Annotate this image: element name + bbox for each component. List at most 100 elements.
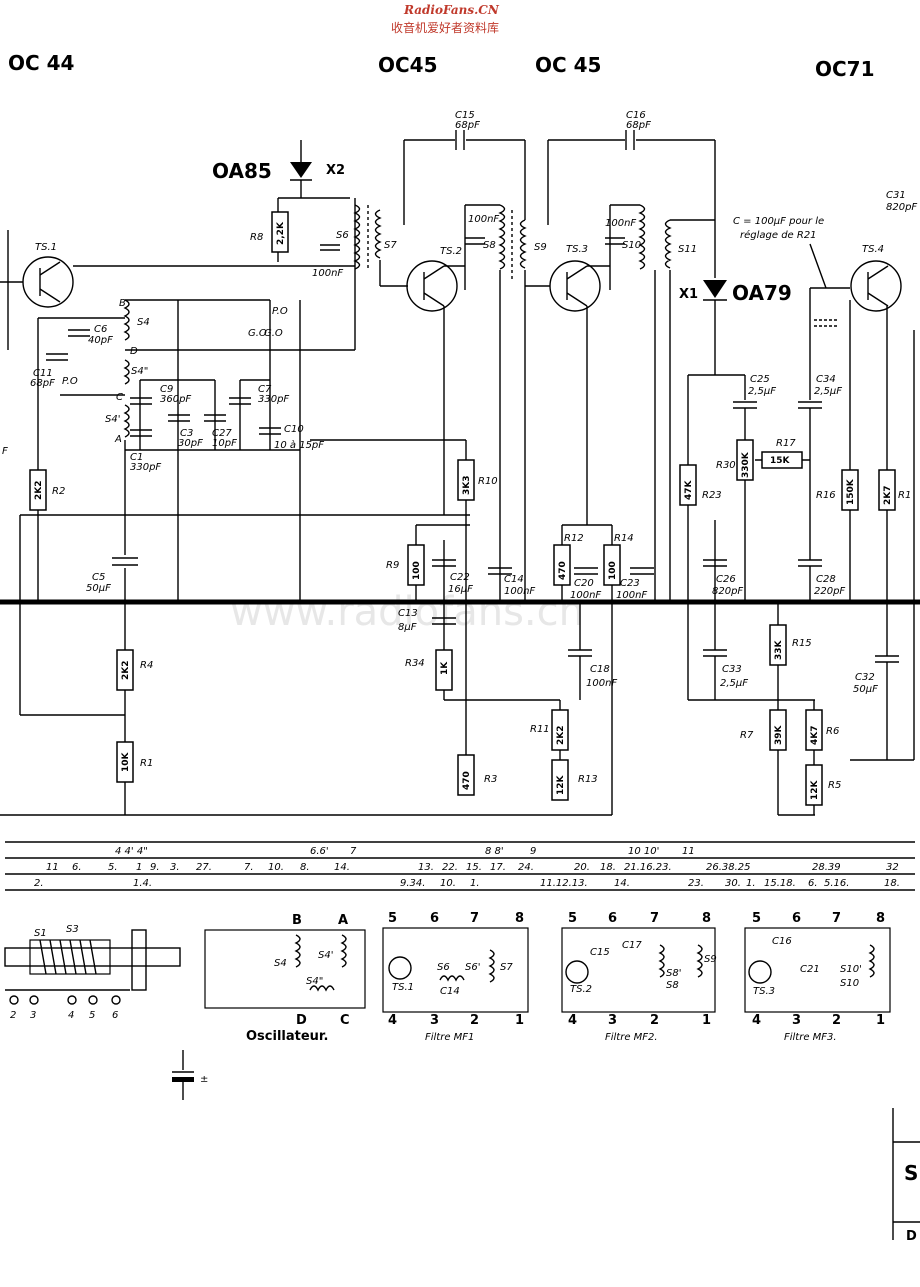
osc-s4p-coil xyxy=(340,934,347,968)
r11-label: R11 xyxy=(530,724,550,735)
c1-label: C1 xyxy=(130,452,143,463)
osc-s4: S4 xyxy=(274,958,287,969)
mf2-s9: S9 xyxy=(704,954,717,965)
mf3-top-5: 5 xyxy=(752,911,761,926)
ts2-emitter xyxy=(423,292,445,307)
r9-label: R9 xyxy=(386,560,399,571)
ts4-collector xyxy=(867,265,889,280)
r4-value: 2K2 xyxy=(121,661,131,681)
mf1-top-7: 7 xyxy=(470,911,479,926)
c31-value: 820pF xyxy=(886,202,917,213)
corner-d: D xyxy=(906,1229,917,1244)
s4p-label: S4' xyxy=(105,414,120,425)
ruler-r1-21: 32 xyxy=(886,862,899,873)
s11-coil xyxy=(664,219,672,269)
mf1-ts1-label: TS.1 xyxy=(392,982,414,993)
s4pp-label: S4" xyxy=(131,366,148,377)
c25-label: C25 xyxy=(750,374,770,385)
ferrite-pin-3 xyxy=(29,995,39,1005)
ruler-r0-1: 6.6' xyxy=(310,846,329,857)
note-line2: réglage de R21 xyxy=(740,229,817,241)
c15-value: 68pF xyxy=(455,120,480,131)
legend-cap-plate-b xyxy=(172,1077,194,1082)
ts4-emitter xyxy=(867,292,889,307)
c15-label: C15 xyxy=(455,110,475,121)
osc-s4p: S4' xyxy=(318,950,333,961)
c7-value: 330pF xyxy=(258,394,289,405)
c7-label: C7 xyxy=(258,384,272,395)
oa79-label: OA79 xyxy=(732,281,792,305)
mf1-ts1 xyxy=(388,956,412,980)
r14-label: R14 xyxy=(614,533,634,544)
osc-s4-coil xyxy=(294,934,301,968)
c3-label: C3 xyxy=(180,428,193,439)
ts1-collector xyxy=(39,261,61,276)
r8-resistor xyxy=(271,211,289,253)
header-oc45-a: OC45 xyxy=(378,53,438,77)
r1b-value: 2K7 xyxy=(883,486,893,506)
ruler-r0-3: 8 8' xyxy=(485,846,504,857)
r16-value: 150K xyxy=(846,478,856,505)
ruler-r1-5: 3. xyxy=(170,862,180,873)
module-mf1: 5 6 7 8 TS.1 S6 S6' S7 C14 4 3 2 1 Filtr… xyxy=(382,911,529,1043)
r4-label: R4 xyxy=(140,660,153,671)
c22-label: C22 xyxy=(450,572,470,583)
s10-coil xyxy=(638,204,646,270)
r23-value: 47K xyxy=(684,479,694,500)
ruler-r2-5: 11.12.13. xyxy=(540,878,588,889)
osc-box xyxy=(204,929,366,1009)
pt-b: B xyxy=(119,298,126,309)
r4-resistor xyxy=(116,649,134,691)
c27-value: 10pF xyxy=(212,438,237,449)
ruler-r0-2: 7 xyxy=(350,846,357,857)
c5-label: C5 xyxy=(92,572,105,583)
mf2-s8-coil xyxy=(658,944,665,978)
c10-value: 10 à 15pF xyxy=(274,439,324,451)
r16-label: R16 xyxy=(816,490,836,501)
ruler-r2-7: 23. xyxy=(688,878,704,889)
ruler-r1-17: 18. xyxy=(600,862,616,873)
c34-label: C34 xyxy=(816,374,836,385)
s9-label: S9 xyxy=(534,242,547,253)
mf2-c15: C15 xyxy=(590,947,610,958)
c26-label: C26 xyxy=(716,574,736,585)
ruler-r2-3: 10. xyxy=(440,878,456,889)
ferrite-pin-5 xyxy=(88,995,98,1005)
ruler-r1-11: 13. xyxy=(418,862,434,873)
ruler-r1-12: 22. xyxy=(442,862,458,873)
s6-label: S6 xyxy=(336,230,349,241)
r23-label: R23 xyxy=(702,490,722,501)
s7-label: S7 xyxy=(384,240,397,251)
ruler-r2-2: 9.34. xyxy=(400,878,425,889)
r30-label: R30 xyxy=(716,460,736,471)
pt-c: C xyxy=(116,392,123,403)
c34-value: 2,5µF xyxy=(814,386,842,397)
s4-label: S4 xyxy=(137,317,150,328)
r5-value: 12K xyxy=(810,779,820,800)
c23-label: C23 xyxy=(620,578,640,589)
mf1-s6p: S6' xyxy=(465,962,480,973)
pt-d: D xyxy=(130,346,138,357)
ferrite-mount xyxy=(131,929,147,991)
r6-value: 4K7 xyxy=(810,726,820,746)
r12-value: 470 xyxy=(558,561,568,580)
mf1-s7-coil xyxy=(488,949,495,983)
ruler-r1-2: 5. xyxy=(108,862,118,873)
ruler-r0-6: 11 xyxy=(682,846,695,857)
c14-label: 100nF xyxy=(312,268,343,279)
s4p-coil xyxy=(123,404,130,438)
ruler-r1-13: 15. xyxy=(466,862,482,873)
c14-value-2: 100nF xyxy=(504,586,535,597)
mf3-s10p: S10' xyxy=(840,964,862,975)
mf2-s8: S8 xyxy=(666,980,679,991)
ruler-r1-16: 20. xyxy=(574,862,590,873)
ruler-strip: 4 4' 4" 6.6' 7 8 8' 9 10 10' 11 11 6. 5.… xyxy=(5,841,915,891)
ferrite-s1: S1 xyxy=(34,928,47,939)
ferrite-pin-label-4: 4 xyxy=(68,1010,74,1021)
antenna-coil-body xyxy=(29,939,111,975)
s7-coil xyxy=(374,209,382,259)
osc-s4pp-coil xyxy=(309,985,335,992)
mf1-top-8: 8 xyxy=(515,911,524,926)
c6-label: C6 xyxy=(94,324,107,335)
